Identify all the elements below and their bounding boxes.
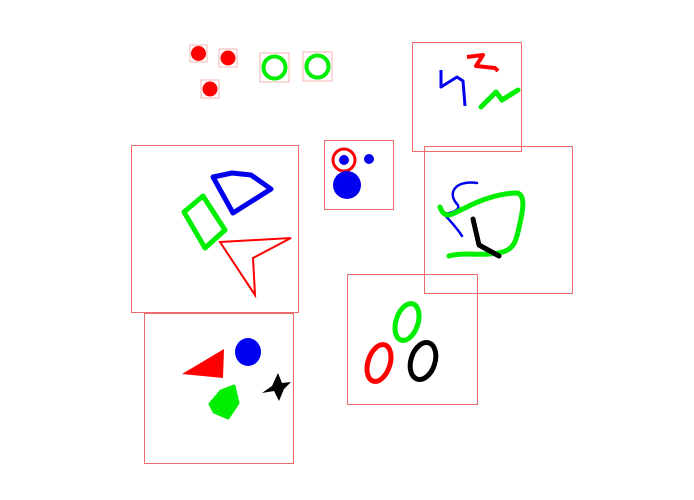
green-quad-outline [181,193,228,251]
red-arrowhead-outline [218,237,292,299]
black-ellipse-outline [407,340,439,382]
green-ring [304,53,331,80]
group-box-freeform [424,146,573,294]
red-ellipse-outline [364,342,394,384]
blue-dot [339,155,349,165]
group-box-zigzag [412,42,522,152]
black-l-stroke [470,216,502,259]
black-star [262,373,291,401]
red-dot [191,46,206,61]
small-box [189,44,208,63]
red-dot [220,50,236,66]
red-ring [331,147,357,173]
blue-ellipse [235,338,261,366]
group-box-circle-cluster [324,140,394,210]
blue-zigzag [439,70,467,107]
group-box-polygons [131,145,299,313]
green-ring [261,54,288,81]
blue-disc [333,171,361,199]
green-zigzag [478,87,521,110]
blue-small-dot [364,154,374,164]
red-triangle [182,349,224,378]
small-box [259,52,290,83]
group-box-solids [144,313,294,464]
group-box-ellipses [347,274,478,405]
green-blob [208,384,240,420]
small-box [200,79,220,99]
green-ellipse-outline [392,301,422,343]
red-dot [202,81,218,97]
green-loop [437,190,526,259]
blue-pentagon-outline [210,170,274,216]
red-zigzag [466,53,500,73]
small-box [302,51,333,82]
small-box [218,48,238,68]
